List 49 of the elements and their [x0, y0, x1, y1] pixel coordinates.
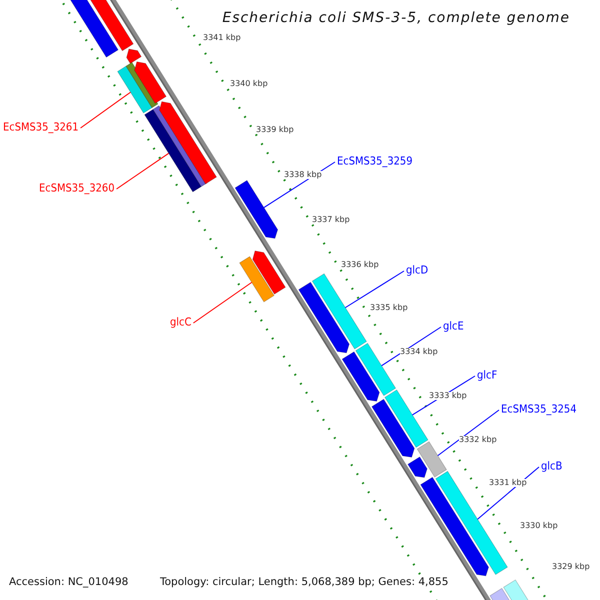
gene-label: glcD	[406, 264, 428, 276]
gene-label: glcF	[477, 370, 498, 380]
tick-label: 3335 kbp	[370, 304, 408, 312]
tick-label: 3329 kbp	[552, 563, 590, 571]
gene-label: glcE	[443, 320, 464, 332]
tick-label: 3334 kbp	[400, 348, 438, 356]
gene-segment	[239, 256, 274, 302]
gene-segment	[312, 273, 367, 350]
gene-label: EcSMS35_3260	[39, 182, 115, 194]
gene-segment	[420, 476, 489, 576]
gene-segment	[117, 66, 152, 114]
tick-label: 3339 kbp	[256, 126, 294, 134]
tick-label: 3337 kbp	[312, 216, 350, 224]
gene-segment	[144, 108, 202, 192]
leader-line	[192, 282, 252, 324]
leader-line	[437, 410, 500, 456]
gene-segment	[252, 250, 286, 295]
gene-label: EcSMS35_3259	[337, 156, 413, 166]
gene-segment	[384, 389, 428, 448]
tick-label: 3338 kbp	[284, 171, 322, 179]
tick-label: 3332 kbp	[459, 436, 497, 444]
gene-label: EcSMS35_3261	[3, 122, 79, 132]
leader-line	[80, 92, 132, 128]
gene-segment	[298, 282, 350, 354]
gene-segment	[355, 342, 396, 396]
gene-label: EcSMS35_3254	[501, 404, 577, 414]
gene-segment	[342, 351, 380, 402]
leader-line	[381, 326, 442, 366]
leader-line	[344, 270, 404, 308]
gene-segment	[159, 101, 217, 184]
footer-text: Accession: NC_010498	[7, 576, 130, 588]
gene-segment	[407, 456, 428, 478]
gene-segment	[134, 61, 167, 104]
gene-label: glcC	[170, 316, 192, 328]
gene-segment	[416, 441, 447, 478]
footer-text: Topology: circular; Length: 5,068,389 bp; Genes: 4,855	[158, 576, 450, 588]
gene-label: glcB	[541, 460, 562, 472]
gene-segment	[234, 180, 278, 239]
tick-label: 3340 kbp	[230, 80, 268, 88]
tick-label: 3330 kbp	[520, 522, 558, 530]
tick-label: 3341 kbp	[203, 34, 241, 42]
gene-segment	[371, 398, 415, 458]
gene-segment	[435, 470, 508, 575]
tick-label: 3331 kbp	[489, 479, 527, 487]
tick-label: 3336 kbp	[341, 261, 379, 269]
leader-line	[116, 152, 170, 190]
title: Escherichia coli SMS-3-5, complete genome	[221, 11, 570, 25]
gene-segment	[126, 48, 142, 64]
tick-label: 3333 kbp	[429, 392, 467, 400]
